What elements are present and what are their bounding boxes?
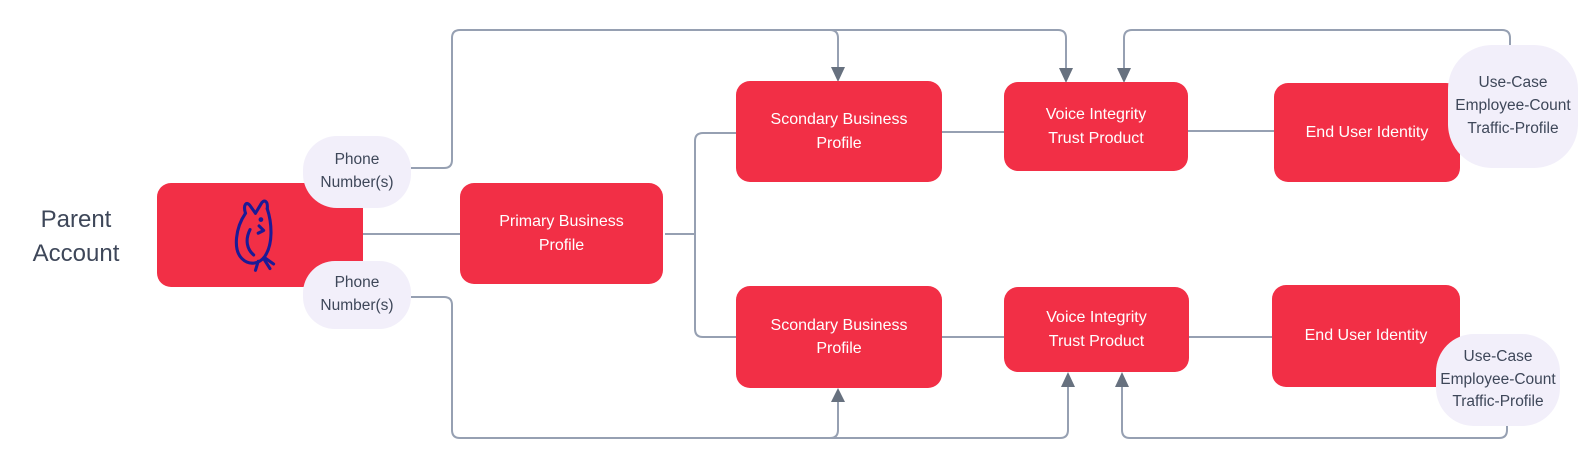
end-user-identity-label: End User Identity [1304,327,1428,345]
connector-phone-bottom-route [411,296,1069,439]
arrowhead-into-secondary-top [831,67,845,82]
arrowhead-into-voice-bottom-left [1061,372,1075,387]
secondary-business-profile-label: Scondary Business Profile [770,111,908,152]
secondary-business-profile-node-bottom[interactable]: Scondary Business Profile [736,286,942,388]
end-user-identity-label: End User Identity [1305,123,1429,141]
voice-integrity-node-bottom[interactable]: Voice Integrity Trust Product [1004,287,1189,372]
end-user-identity-node-bottom[interactable]: End User Identity [1272,285,1460,387]
arrowhead-into-voice-top-right [1117,68,1131,83]
voice-integrity-label: Voice Integrity Trust Product [1045,106,1147,147]
phone-numbers-label: Phone Number(s) [320,274,394,314]
use-case-label: Use-Case Employee-Count Traffic-Profile [1455,74,1571,137]
voice-integrity-node-top[interactable]: Voice Integrity Trust Product [1004,82,1188,171]
end-user-identity-node-top[interactable]: End User Identity [1274,83,1460,182]
use-case-bubble-top[interactable]: Use-Case Employee-Count Traffic-Profile [1448,45,1578,168]
voice-integrity-label: Voice Integrity Trust Product [1046,309,1147,350]
secondary-business-profile-label: Scondary Business Profile [770,316,908,357]
connector-phone-top-route [411,29,1067,169]
phone-numbers-label: Phone Number(s) [320,151,394,191]
connector-usecase-bottom-to-voice-bottom [1121,387,1508,439]
use-case-bubble-bottom[interactable]: Use-Case Employee-Count Traffic-Profile [1436,334,1560,426]
connector-phone-top-branch-to-secondary [829,29,839,67]
use-case-label: Use-Case Employee-Count Traffic-Profile [1440,347,1556,411]
arrowhead-into-secondary-bottom [831,388,845,402]
primary-business-profile-label: Primary Business Profile [499,213,624,254]
arrowhead-into-voice-bottom-right [1115,372,1129,387]
owl-icon [234,199,276,272]
secondary-business-profile-node-top[interactable]: Scondary Business Profile [736,81,942,182]
arrowhead-into-voice-top-left [1059,68,1073,83]
phone-numbers-bubble-top[interactable]: Phone Number(s) [303,136,411,208]
phone-numbers-bubble-bottom[interactable]: Phone Number(s) [303,261,411,329]
connectors [363,29,1511,439]
connector-primary-branch [665,132,736,338]
primary-business-profile-node[interactable]: Primary Business Profile [460,183,663,284]
connector-usecase-top-to-voice-top [1123,29,1511,68]
parent-account-label: Parent Account [32,206,120,267]
connector-phone-bottom-branch-to-secondary [829,402,839,439]
